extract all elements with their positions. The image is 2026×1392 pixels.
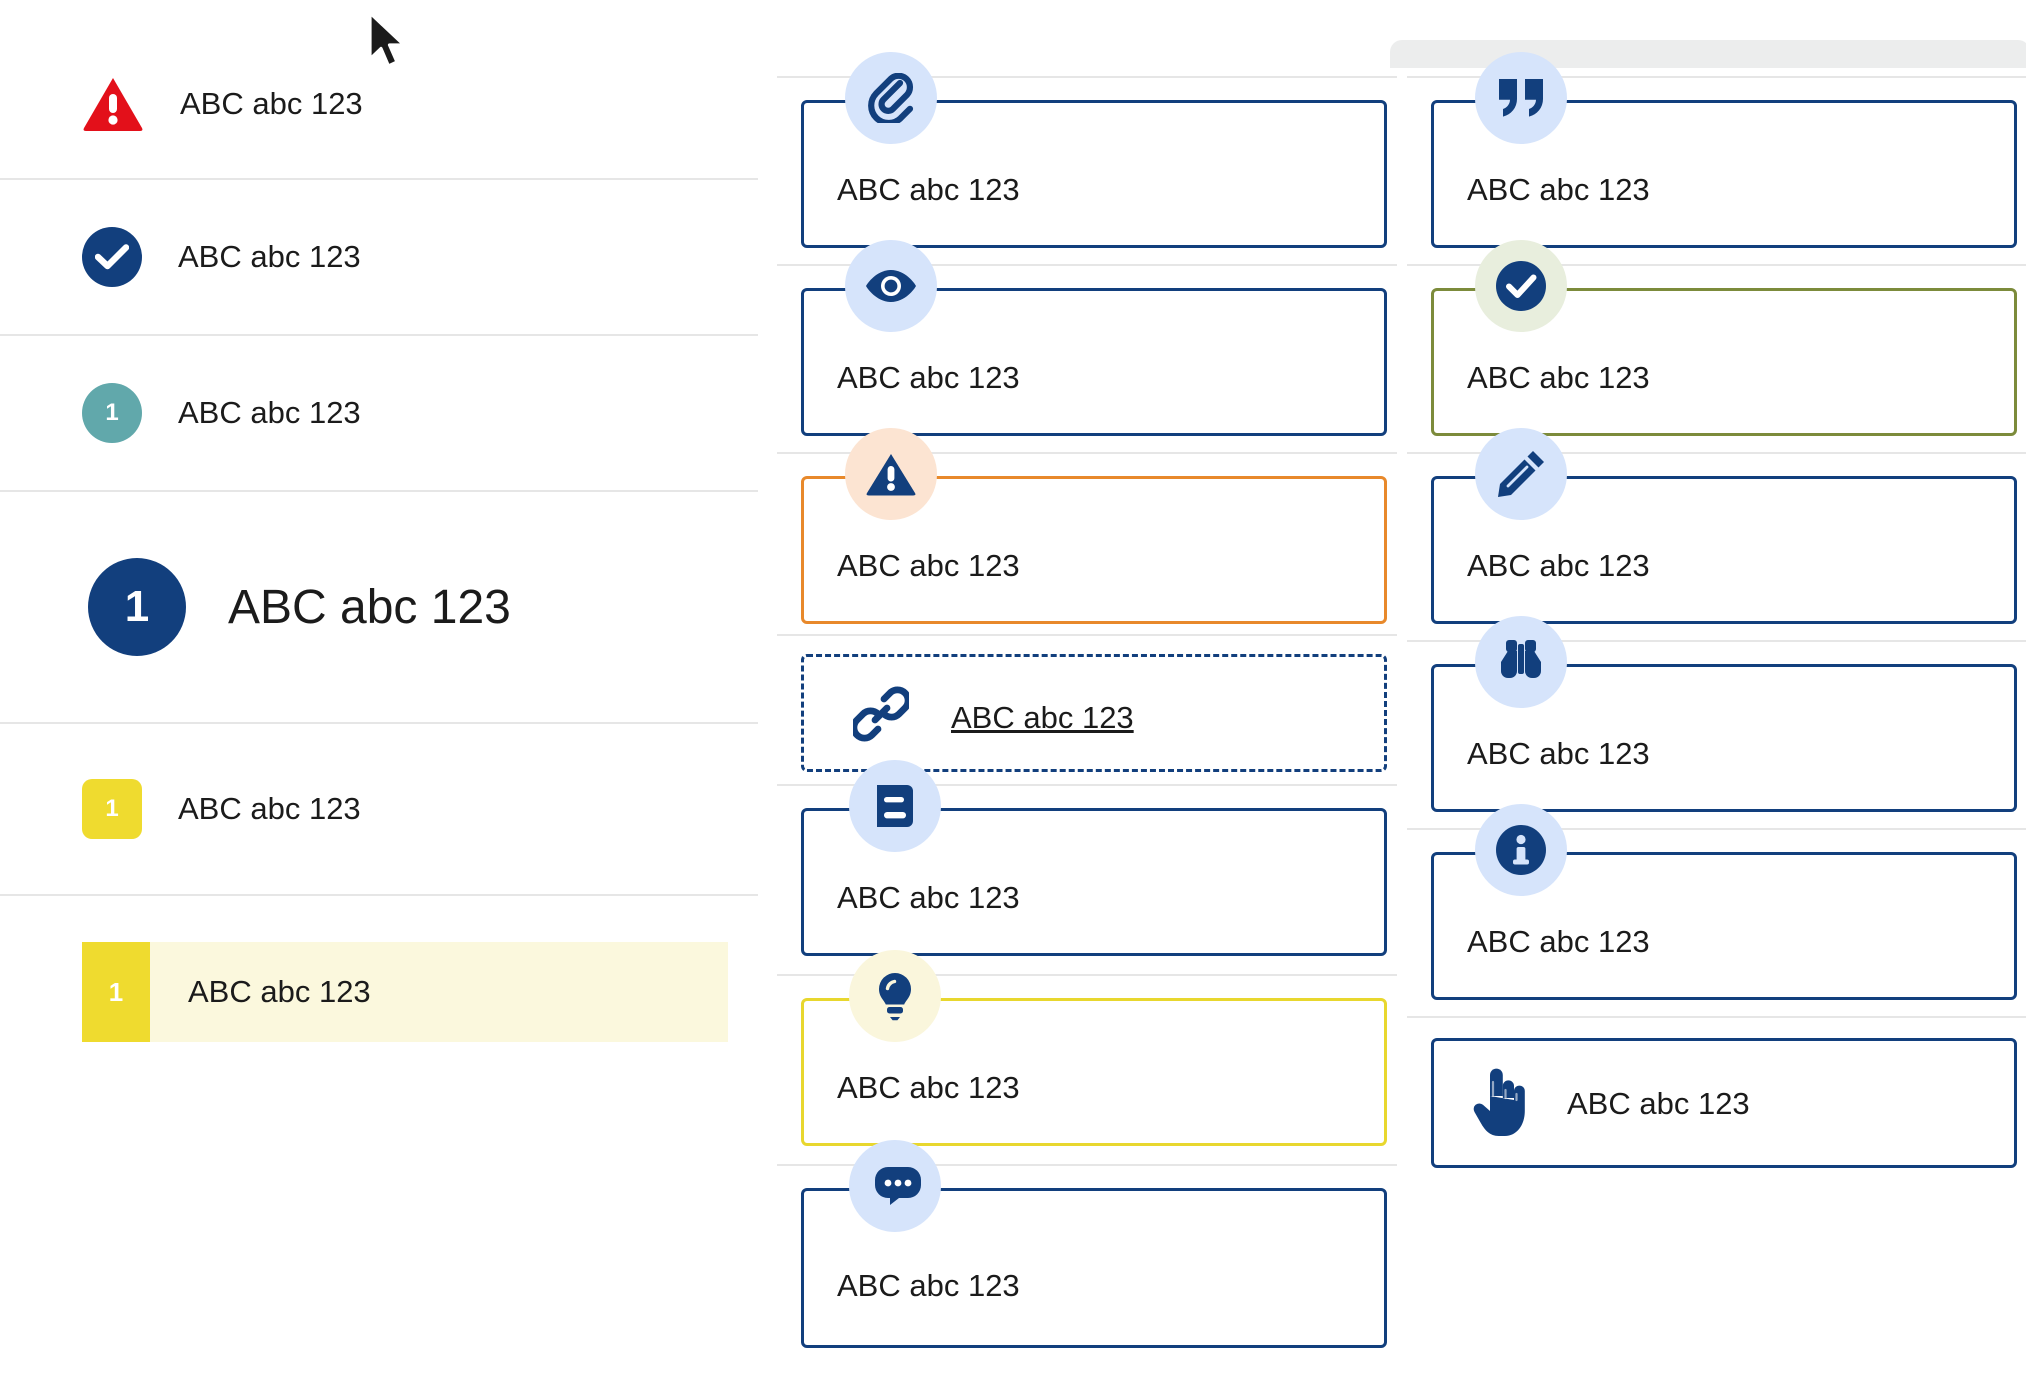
step-number-badge: 1 [82, 383, 142, 443]
divider [777, 1164, 1397, 1166]
step-number: 1 [108, 976, 124, 1007]
card-label: ABC abc 123 [1467, 360, 1650, 395]
card-label: ABC abc 123 [837, 1070, 1020, 1105]
pointing-hand-icon [1469, 1066, 1531, 1143]
divider [1407, 452, 2026, 454]
link-icon [850, 686, 912, 747]
warning-triangle-icon [82, 76, 144, 132]
check-circle-icon [82, 227, 142, 287]
divider [777, 264, 1397, 266]
step-number-badge-large: 1 [88, 558, 186, 656]
binoculars-icon [1475, 616, 1567, 708]
background-sheet-fragment [1390, 40, 2026, 68]
card-label: ABC abc 123 [1467, 172, 1650, 207]
mouse-pointer-icon [366, 10, 410, 77]
card-label: ABC abc 123 [837, 548, 1020, 583]
comment-icon [849, 1140, 941, 1232]
quote-icon [1475, 52, 1567, 144]
step-number: 1 [105, 399, 119, 426]
step-number-badge-square: 1 [82, 779, 142, 839]
divider [1407, 640, 2026, 642]
card-label: ABC abc 123 [837, 880, 1020, 915]
list-item[interactable]: ABC abc 123 [0, 30, 758, 180]
divider [1407, 1016, 2026, 1018]
book-icon [849, 760, 941, 852]
warning-icon [845, 428, 937, 520]
check-circle-icon [1475, 240, 1567, 332]
eye-icon [845, 240, 937, 332]
card-label: ABC abc 123 [1567, 1086, 1750, 1121]
list-item-label: ABC abc 123 [180, 86, 363, 121]
card-label-link[interactable]: ABC abc 123 [951, 700, 1134, 735]
list-item-label: ABC abc 123 [188, 974, 371, 1009]
list-item-label: ABC abc 123 [178, 239, 361, 274]
lightbulb-icon [849, 950, 941, 1042]
alert-list: ABC abc 123 ABC abc 123 1 ABC abc 123 1 … [0, 0, 758, 1392]
divider [1407, 264, 2026, 266]
divider [1407, 76, 2026, 78]
divider [777, 634, 1397, 636]
list-item[interactable]: 1 ABC abc 123 [0, 724, 758, 896]
list-item-label: ABC abc 123 [178, 395, 361, 430]
divider [777, 452, 1397, 454]
step-number-badge-flat: 1 [82, 942, 150, 1042]
list-item-selected[interactable]: 1 ABC abc 123 [0, 896, 758, 1088]
callout-card-action[interactable] [1431, 1038, 2017, 1168]
pencil-icon [1475, 428, 1567, 520]
list-item[interactable]: ABC abc 123 [0, 180, 758, 336]
card-label: ABC abc 123 [837, 1268, 1020, 1303]
step-number: 1 [105, 795, 119, 822]
card-label: ABC abc 123 [837, 172, 1020, 207]
list-item[interactable]: 1 ABC abc 123 [0, 492, 758, 724]
list-item-label: ABC abc 123 [228, 580, 511, 634]
card-label: ABC abc 123 [1467, 548, 1650, 583]
list-item-label: ABC abc 123 [178, 791, 361, 826]
divider [1407, 828, 2026, 830]
info-icon [1475, 804, 1567, 896]
step-number: 1 [124, 582, 150, 631]
divider [777, 76, 1397, 78]
divider [777, 974, 1397, 976]
card-label: ABC abc 123 [837, 360, 1020, 395]
card-label: ABC abc 123 [1467, 924, 1650, 959]
card-label: ABC abc 123 [1467, 736, 1650, 771]
list-item[interactable]: 1 ABC abc 123 [0, 336, 758, 492]
highlight-band[interactable]: 1 ABC abc 123 [82, 942, 728, 1042]
paperclip-icon [845, 52, 937, 144]
divider [777, 784, 1397, 786]
